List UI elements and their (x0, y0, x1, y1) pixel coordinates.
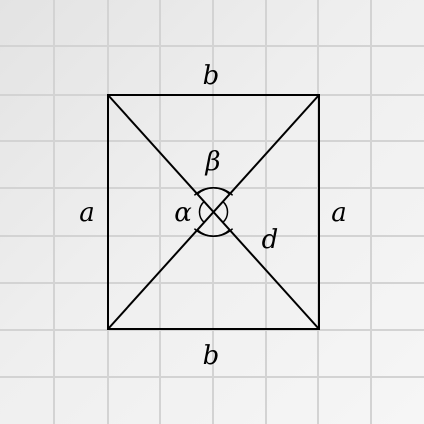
label-angle-beta: β (204, 147, 220, 177)
angle-beta-arc (193, 187, 234, 237)
label-side-left: a (79, 198, 95, 228)
rectangle-outline (107, 94, 320, 330)
label-angle-alpha: α (174, 198, 192, 228)
label-side-top: b (203, 61, 220, 91)
label-diagonal: d (262, 225, 279, 255)
angle-alpha-arc (198, 201, 229, 223)
label-side-right: a (331, 198, 347, 228)
label-side-bottom: b (203, 341, 220, 371)
diagonal-line-2 (107, 94, 320, 330)
